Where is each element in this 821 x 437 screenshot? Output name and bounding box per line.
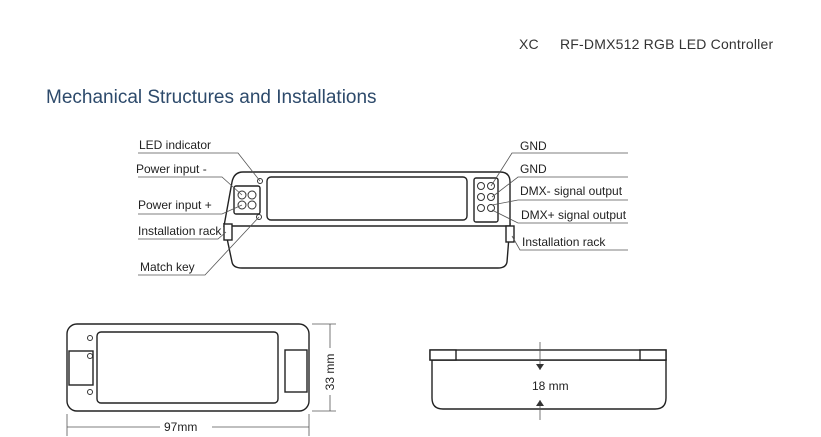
callout-gnd-2: GND — [520, 162, 547, 176]
device-3d-view — [223, 171, 515, 269]
installation-rack-right — [505, 225, 515, 243]
height-dimension — [312, 323, 336, 412]
dimension-width-label: 97mm — [164, 420, 197, 434]
callout-power-input-plus: Power input + — [138, 198, 212, 212]
terminal-screw-icon — [247, 190, 257, 200]
side-view-top-plate — [429, 349, 667, 361]
top-view-right-terminal — [284, 349, 308, 393]
device-label-window — [266, 176, 468, 221]
callout-match-key: Match key — [140, 260, 195, 274]
arrow-down-icon — [536, 364, 544, 370]
callout-dmx-plus: DMX+ signal output — [521, 208, 627, 222]
header-brand: XC — [519, 36, 539, 52]
device-side-face — [223, 223, 511, 269]
callout-power-input-minus: Power input - — [136, 162, 207, 176]
installation-rack-left — [223, 223, 233, 241]
device-side-view — [429, 349, 667, 410]
terminal-screw-icon — [247, 200, 257, 210]
callout-led-indicator: LED indicator — [139, 138, 211, 152]
terminal-screw-icon — [237, 200, 247, 210]
right-callout-lines — [490, 152, 628, 251]
top-view-label-window — [96, 331, 279, 404]
terminal-screw-icon — [487, 204, 495, 212]
terminal-screw-icon — [487, 193, 495, 201]
terminal-screw-icon — [477, 182, 485, 190]
top-view-hole-icon — [87, 335, 93, 341]
power-terminal-block — [233, 185, 261, 215]
match-key-icon — [256, 214, 262, 220]
led-indicator-icon — [257, 178, 263, 184]
width-dimension — [66, 414, 310, 436]
callout-installation-rack-left: Installation rack — [138, 224, 222, 238]
depth-dimension — [536, 342, 544, 420]
callout-gnd-1: GND — [520, 139, 547, 153]
left-callout-lines — [138, 152, 261, 276]
side-view-right-rack — [639, 349, 667, 361]
device-top-view — [66, 323, 310, 412]
top-view-hole-icon — [87, 353, 93, 359]
dimension-height-label: 33 mm — [323, 354, 337, 391]
terminal-screw-icon — [477, 204, 485, 212]
header-product-title: RF-DMX512 RGB LED Controller — [560, 36, 774, 52]
terminal-screw-icon — [487, 182, 495, 190]
dimension-depth-label: 18 mm — [532, 379, 569, 393]
terminal-screw-icon — [477, 193, 485, 201]
arrow-up-icon — [536, 400, 544, 406]
callout-dmx-minus: DMX- signal output — [520, 184, 623, 198]
terminal-screw-icon — [237, 190, 247, 200]
side-view-left-rack — [429, 349, 457, 361]
top-view-left-terminal — [68, 350, 94, 386]
callout-installation-rack-right: Installation rack — [522, 235, 606, 249]
top-view-hole-icon — [87, 389, 93, 395]
section-title: Mechanical Structures and Installations — [46, 87, 377, 108]
